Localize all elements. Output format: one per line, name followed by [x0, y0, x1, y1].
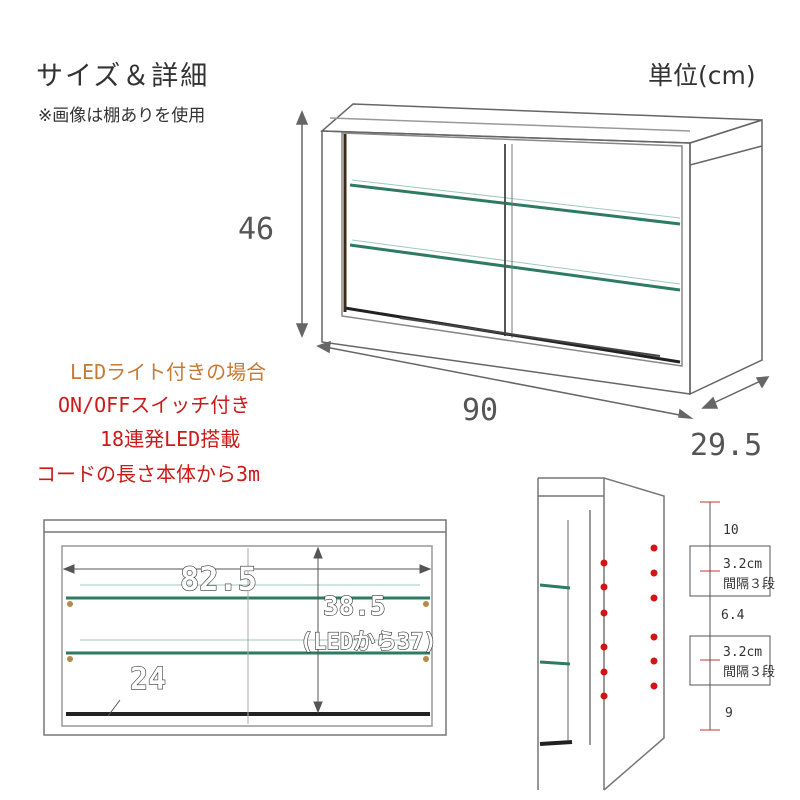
led-height-dimension: (LEDから37)	[299, 629, 437, 655]
depth-dimension: 29.5	[690, 428, 763, 463]
spacing-upper-pitch: 3.2cm	[723, 557, 763, 572]
spacing-middle: 6.4	[721, 608, 745, 623]
feature-led-option: LEDライト付きの場合	[70, 360, 267, 384]
spacing-top: 10	[723, 523, 739, 538]
width-dimension: 90	[462, 393, 499, 428]
height-dimension: 46	[238, 212, 275, 247]
feature-led-count: 18連発LED搭載	[100, 427, 241, 451]
spacing-lower-pitch: 3.2cm	[723, 645, 763, 660]
spacing-lower-steps: 間隔３段	[723, 665, 776, 680]
unit-label: 単位(cm)	[648, 61, 756, 90]
page-title: サイズ＆詳細	[36, 61, 210, 92]
feature-switch: ON/OFFスイッチ付き	[58, 393, 251, 417]
inner-height-dimension: 38.5	[322, 591, 386, 622]
spacing-upper-steps: 間隔３段	[723, 577, 776, 592]
spacing-bottom: 9	[725, 706, 733, 721]
image-note: ※画像は棚ありを使用	[38, 106, 206, 126]
inner-width-dimension: 82.5	[179, 559, 258, 598]
inner-depth-dimension: 24	[129, 661, 167, 697]
feature-cord-length: コードの長さ本体から3m	[36, 462, 261, 486]
